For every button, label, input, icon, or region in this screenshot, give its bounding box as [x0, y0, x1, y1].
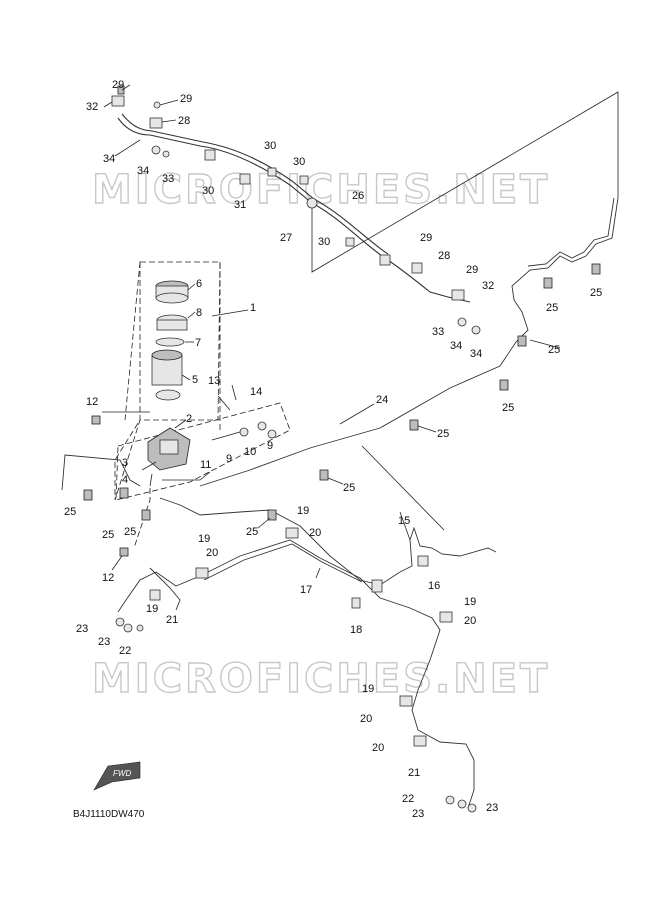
callout-20: 20 [206, 547, 218, 559]
callout-33: 33 [432, 326, 444, 338]
callout-19: 19 [198, 533, 210, 545]
callout-32: 32 [482, 280, 494, 292]
callout-21: 21 [408, 767, 420, 779]
callout-25: 25 [437, 428, 449, 440]
callout-16: 16 [428, 580, 440, 592]
upper-hose [117, 91, 619, 487]
callout-9: 9 [267, 440, 273, 452]
callout-29: 29 [420, 232, 432, 244]
callout-9: 9 [226, 453, 232, 465]
callout-23: 23 [486, 802, 498, 814]
callout-14: 14 [250, 386, 262, 398]
callout-22: 22 [119, 645, 131, 657]
callout-29: 29 [466, 264, 478, 276]
callout-4: 4 [122, 474, 128, 486]
callout-20: 20 [464, 615, 476, 627]
callout-29: 29 [180, 93, 192, 105]
callout-23: 23 [412, 808, 424, 820]
watermark-top: MICROFICHES.NET [92, 167, 550, 213]
callout-11: 11 [200, 459, 211, 471]
leader-lines [102, 84, 561, 579]
callout-19: 19 [464, 596, 476, 608]
callout-19: 19 [297, 505, 309, 517]
callouts: 29 32 29 28 34 34 33 30 30 30 31 26 27 3… [64, 79, 602, 820]
callout-17: 17 [300, 584, 312, 596]
callout-19: 19 [362, 683, 374, 695]
callout-25: 25 [246, 526, 258, 538]
callout-25: 25 [590, 287, 602, 299]
callout-3: 3 [122, 457, 128, 469]
callout-27: 27 [280, 232, 292, 244]
callout-2: 2 [186, 413, 192, 425]
callout-30: 30 [202, 185, 214, 197]
callout-13: 13 [208, 375, 220, 387]
callout-29: 29 [112, 79, 124, 91]
callout-25: 25 [548, 344, 560, 356]
callout-30: 30 [293, 156, 305, 168]
callout-25: 25 [64, 506, 76, 518]
callout-32: 32 [86, 101, 98, 113]
callout-25: 25 [124, 526, 136, 538]
callout-22: 22 [402, 793, 414, 805]
callout-34: 34 [103, 153, 115, 165]
callout-24: 24 [376, 394, 388, 406]
callout-6: 6 [196, 278, 202, 290]
callout-34: 34 [470, 348, 482, 360]
lower-hose [61, 445, 497, 809]
callout-23: 23 [98, 636, 110, 648]
callout-1: 1 [250, 302, 256, 314]
fwd-label: FWD [113, 769, 131, 778]
callout-15: 15 [398, 515, 410, 527]
callout-31: 31 [234, 199, 246, 211]
clamps-and-fittings [83, 85, 601, 813]
diagram-code: B4J1110DW470 [73, 809, 145, 820]
callout-21: 21 [166, 614, 178, 626]
callout-33: 33 [162, 173, 174, 185]
callout-18: 18 [350, 624, 362, 636]
callout-19: 20 [372, 742, 384, 754]
callout-25: 25 [102, 529, 114, 541]
callout-20: 20 [309, 527, 321, 539]
callout-30: 30 [264, 140, 276, 152]
callout-34: 34 [137, 165, 149, 177]
callout-10: 10 [244, 446, 256, 458]
callout-5: 5 [192, 374, 198, 386]
callout-12: 12 [86, 396, 98, 408]
callout-30: 30 [318, 236, 330, 248]
callout-25: 25 [502, 402, 514, 414]
callout-26: 26 [352, 190, 364, 202]
callout-19: 19 [146, 603, 158, 615]
callout-7: 7 [195, 337, 201, 349]
callout-12: 12 [102, 572, 114, 584]
callout-23: 23 [76, 623, 88, 635]
callout-8: 8 [196, 307, 202, 319]
callout-28: 28 [178, 115, 190, 127]
watermark-bottom: MICROFICHES.NET [92, 656, 550, 702]
fwd-arrow-icon: FWD [93, 761, 141, 791]
callout-25: 25 [343, 482, 355, 494]
callout-20: 20 [360, 713, 372, 725]
callout-28: 28 [438, 250, 450, 262]
callout-25: 25 [546, 302, 558, 314]
callout-34: 34 [450, 340, 462, 352]
master-cylinder-assembly [114, 261, 291, 549]
